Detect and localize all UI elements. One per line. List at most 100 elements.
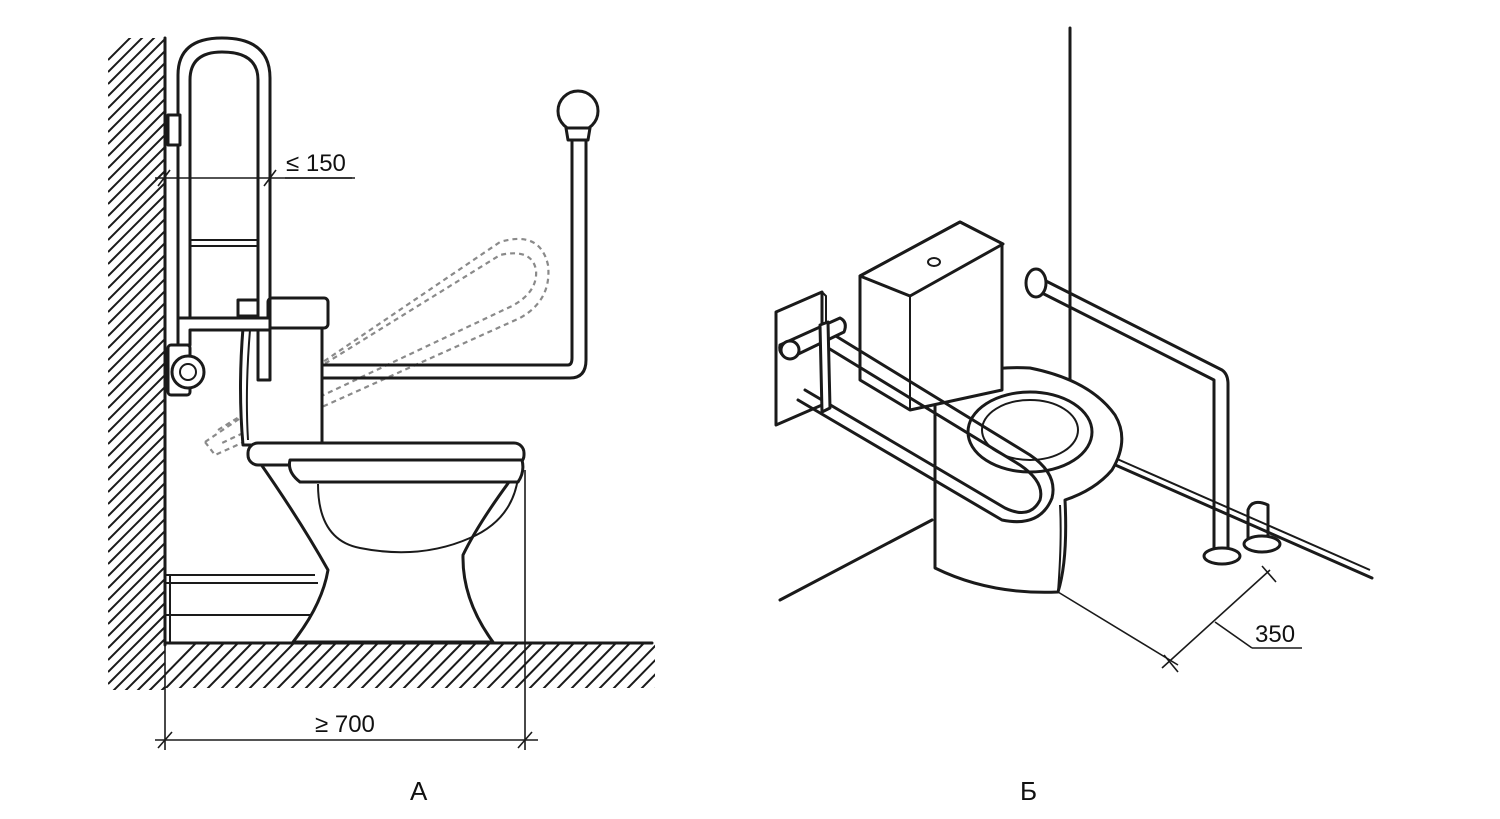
hatch-line xyxy=(682,643,728,690)
folded-rail-dashed-position xyxy=(203,237,550,457)
hatch-line xyxy=(696,643,742,690)
hatch-line xyxy=(570,642,617,688)
hatch-line xyxy=(108,699,165,756)
hatch-line xyxy=(124,650,165,690)
cistern-b xyxy=(858,220,1005,412)
hatch-line xyxy=(108,38,144,73)
hatch-line xyxy=(108,578,165,637)
fixed-l-rail xyxy=(320,89,600,380)
hatch-line xyxy=(584,642,631,688)
hatch-line xyxy=(640,673,655,688)
hatch-line xyxy=(108,86,165,145)
hatch-line xyxy=(108,494,165,553)
dim-clearance-label: 350 xyxy=(1255,621,1295,648)
hatch-line xyxy=(108,230,165,289)
hatch-line xyxy=(360,642,407,688)
hatch-line xyxy=(318,642,365,688)
hatch-line xyxy=(108,134,165,193)
hatch-line xyxy=(108,110,165,169)
dimension-handle-gap: ≤ 150 xyxy=(155,150,355,187)
fixed-l-rail-b xyxy=(1024,267,1282,566)
hatch-line xyxy=(290,642,337,688)
floor-hatching xyxy=(165,642,742,690)
hatch-line xyxy=(108,386,165,445)
hatch-line xyxy=(598,642,645,688)
hatch-line xyxy=(108,338,165,397)
hatch-line xyxy=(108,554,165,613)
hatch-line xyxy=(402,642,449,688)
hatch-line xyxy=(108,434,165,493)
hatch-line xyxy=(108,590,165,649)
hatch-line xyxy=(220,642,267,688)
hatch-line xyxy=(108,254,165,313)
hatch-line xyxy=(108,302,165,361)
hatch-line xyxy=(108,422,165,481)
hatch-line xyxy=(108,50,165,109)
hatch-line xyxy=(108,518,165,577)
hatch-line xyxy=(148,674,165,690)
hatch-line xyxy=(165,642,197,677)
hatch-line xyxy=(108,566,165,625)
hatch-line xyxy=(160,686,165,690)
hatch-line xyxy=(108,74,165,133)
hatch-line xyxy=(416,642,463,688)
toilet-pan xyxy=(933,366,1124,594)
hatch-line xyxy=(444,642,491,688)
hatch-line xyxy=(108,542,165,601)
toilet-bowl xyxy=(246,441,526,644)
hatch-line xyxy=(108,626,165,685)
hatch-line xyxy=(304,642,351,688)
hatch-line xyxy=(108,98,165,157)
hatch-line xyxy=(108,458,165,517)
hatch-line xyxy=(108,530,165,589)
hatch-line xyxy=(346,642,393,688)
hatch-line xyxy=(458,642,505,688)
wall-hatching xyxy=(108,38,165,756)
hatch-line xyxy=(276,642,323,688)
hatch-line xyxy=(374,642,421,688)
dimension-depth: ≥ 700 xyxy=(155,470,538,750)
hatch-line xyxy=(108,38,156,85)
room-edges xyxy=(778,26,1374,602)
hatch-line xyxy=(248,642,295,688)
hatch-line xyxy=(108,206,165,265)
hatch-line xyxy=(388,642,435,688)
hatch-line xyxy=(500,642,547,688)
hatch-line xyxy=(108,38,132,61)
hatch-line xyxy=(108,38,165,97)
hatch-line xyxy=(108,326,165,385)
hatch-line xyxy=(556,642,603,688)
hatch-line xyxy=(234,642,281,688)
dim-handle-gap-label: ≤ 150 xyxy=(286,150,346,177)
hatch-line xyxy=(206,642,253,688)
hatch-line xyxy=(528,642,575,688)
hatch-line xyxy=(514,642,561,688)
hatch-line xyxy=(612,644,655,688)
hatch-line xyxy=(108,482,165,541)
hatch-line xyxy=(108,218,165,277)
hatch-line xyxy=(472,642,519,688)
hatch-line xyxy=(108,374,165,433)
hatch-line xyxy=(262,642,309,688)
figure-b-caption: Б xyxy=(1020,776,1037,806)
hatch-line xyxy=(108,446,165,505)
hatch-line xyxy=(430,642,477,688)
hatch-line xyxy=(108,362,165,421)
hatch-line xyxy=(332,642,379,688)
wall-plate xyxy=(774,290,827,427)
cistern xyxy=(239,296,330,447)
hatch-line xyxy=(108,182,165,241)
wall-plinth xyxy=(165,574,318,642)
hatch-line xyxy=(108,470,165,529)
hatch-line xyxy=(108,62,165,121)
hatch-line xyxy=(108,506,165,565)
hatch-line xyxy=(192,642,239,688)
hatch-line xyxy=(136,662,165,690)
hatch-line xyxy=(108,146,165,205)
hatch-line xyxy=(626,658,655,688)
dim-depth-label: ≥ 700 xyxy=(315,711,375,738)
figure-a-caption: А xyxy=(410,776,428,806)
hatch-line xyxy=(108,350,165,409)
hatch-line xyxy=(108,602,165,661)
